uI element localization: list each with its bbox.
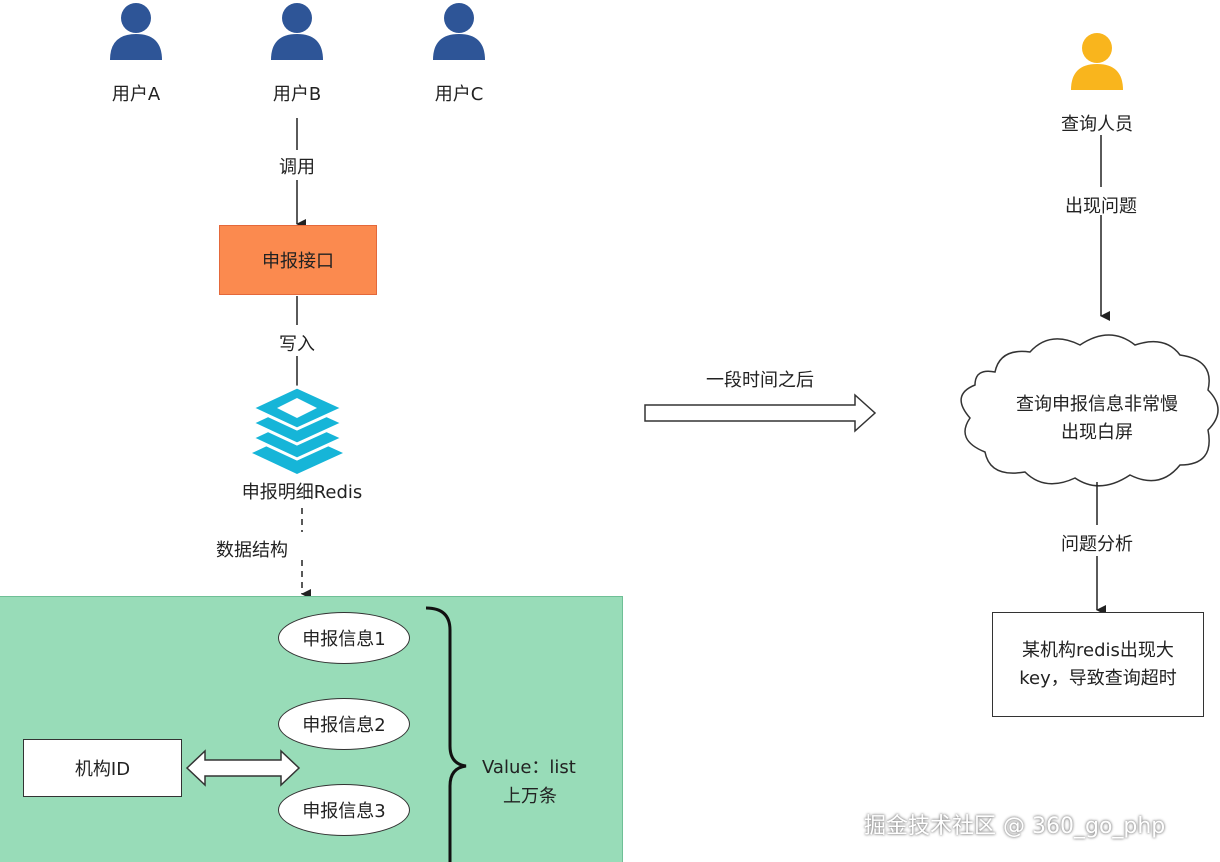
watermark: 掘金技术社区 @ 360_go_php [864,814,1166,839]
user-a-icon [110,3,162,60]
bidirectional-arrow [185,749,301,787]
user-b-icon [271,3,323,60]
problem-analysis-label: 问题分析 [1061,534,1133,555]
problem-occurs-label: 出现问题 [1065,196,1137,217]
value-type-label: Value：list [482,757,576,778]
record-item-3: 申报信息3 [278,784,410,836]
user-b-label: 用户B [272,84,322,105]
after-time-arrow [644,393,877,433]
cloud-text-line2: 出现白屏 [1061,422,1133,443]
cloud-text-line1: 查询申报信息非常慢 [1016,394,1178,415]
user-a-label: 用户A [111,84,161,105]
value-count-label: 上万条 [503,786,557,807]
query-user-icon [1071,33,1123,90]
result-box: 某机构redis出现大 key，导致查询超时 [992,612,1204,717]
user-c-icon [433,3,485,60]
record-item-1: 申报信息1 [278,612,410,664]
call-label: 调用 [279,157,315,178]
redis-icon [248,385,347,474]
record-item-2: 申报信息2 [278,698,410,750]
cloud-shape [960,334,1219,487]
org-id-box: 机构ID [23,739,182,797]
after-time-label: 一段时间之后 [706,370,814,391]
query-user-label: 查询人员 [1061,114,1133,135]
brace-icon [425,606,467,862]
report-api-box: 申报接口 [219,225,377,295]
write-label: 写入 [279,334,315,355]
redis-label: 申报明细Redis [241,482,363,503]
result-text-line1: 某机构redis出现大 [1022,639,1174,661]
result-text-line2: key，导致查询超时 [1019,667,1177,689]
user-c-label: 用户C [434,84,484,105]
data-structure-label: 数据结构 [216,540,288,561]
